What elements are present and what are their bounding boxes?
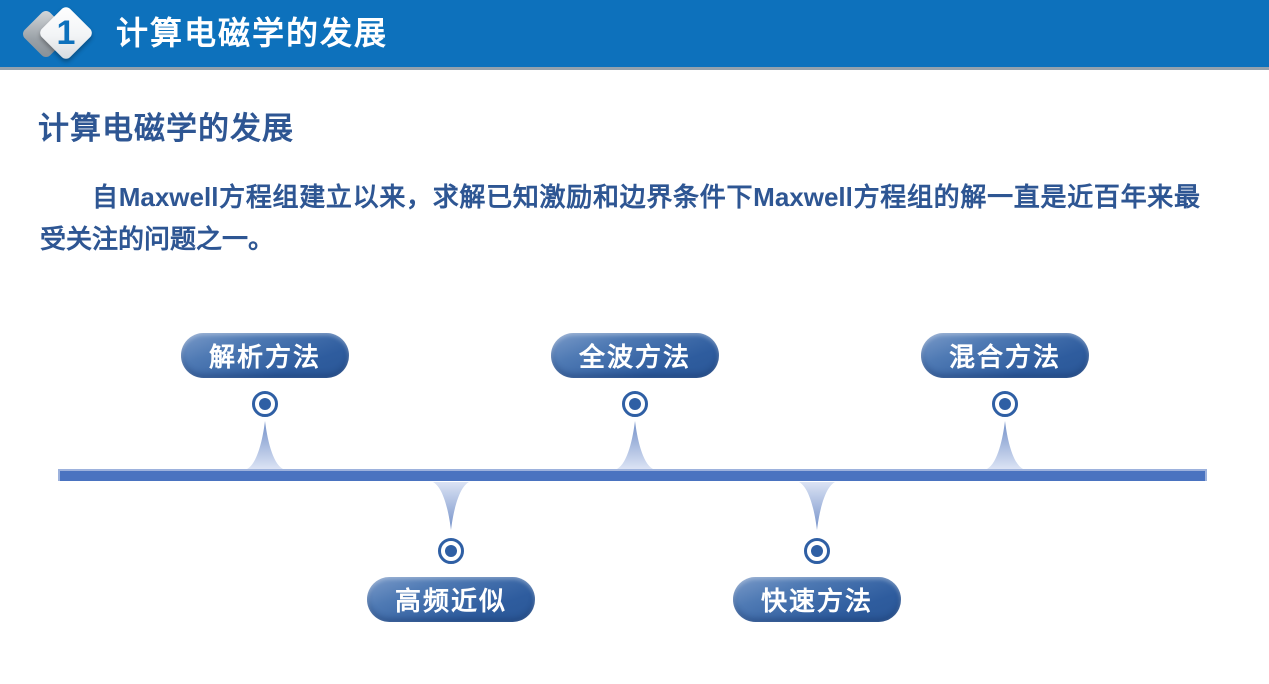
pill-fast-methods: 快速方法 (733, 577, 901, 622)
pill-label: 全波方法 (578, 342, 691, 372)
marker-dot-icon (622, 391, 648, 417)
timeline-diagram: 解析方法 全波方法 混合方法 高频近似 快速方法 (0, 300, 1269, 660)
section-heading: 计算电磁学的发展 (38, 111, 294, 146)
pill-label: 高频近似 (394, 586, 507, 616)
pill-label: 快速方法 (760, 586, 873, 616)
pill-analytic-methods: 解析方法 (181, 333, 349, 378)
header-bar: 1 计算电磁学的发展 (0, 0, 1269, 70)
pill-label: 混合方法 (948, 342, 1061, 372)
spike-connector-icon (247, 421, 283, 469)
pill-label: 解析方法 (208, 342, 321, 372)
timeline-bar (58, 469, 1207, 481)
marker-dot-icon (438, 538, 464, 564)
marker-dot-icon (992, 391, 1018, 417)
marker-dot-icon (804, 538, 830, 564)
pill-high-frequency-approx: 高频近似 (367, 577, 535, 622)
header-title: 计算电磁学的发展 (116, 15, 389, 51)
spike-connector-icon (799, 482, 835, 530)
pill-hybrid-methods: 混合方法 (921, 333, 1089, 378)
spike-connector-icon (433, 482, 469, 530)
spike-connector-icon (987, 421, 1023, 469)
marker-dot-icon (252, 391, 278, 417)
spike-connector-icon (617, 421, 653, 469)
pill-full-wave-methods: 全波方法 (551, 333, 719, 378)
intro-paragraph: 自Maxwell方程组建立以来，求解已知激励和边界条件下Maxwell方程组的解… (40, 182, 1200, 254)
index-number: 1 (56, 14, 76, 52)
header-index-icon: 1 (0, 0, 112, 67)
